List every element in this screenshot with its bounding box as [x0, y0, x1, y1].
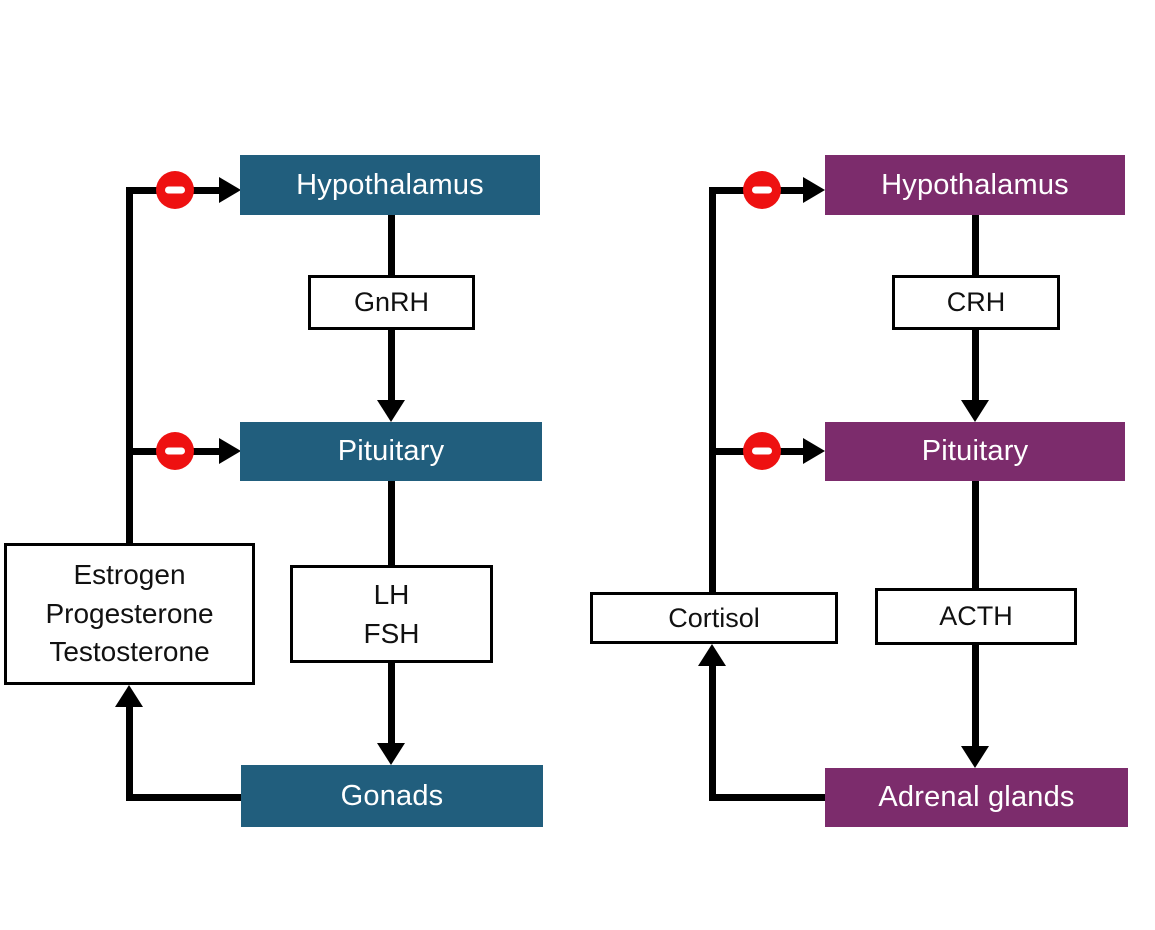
- arrowhead-up-icon: [115, 685, 143, 707]
- hormone-label: ACTH: [939, 601, 1013, 631]
- hormone-label: CRH: [946, 287, 1006, 317]
- connector-lhfsh-to-gonads: [388, 663, 395, 744]
- connector-acth-to-adrenal: [972, 645, 979, 748]
- negative-feedback-icon: [743, 432, 781, 470]
- arrowhead-down-icon: [377, 743, 405, 765]
- arrowhead-down-icon: [377, 400, 405, 422]
- connector-pituitary-to-lhfsh: [388, 481, 395, 565]
- arrowhead-right-icon: [803, 177, 825, 203]
- node-adrenal-glands: Adrenal glands: [825, 768, 1128, 827]
- node-hypothalamus: Hypothalamus: [240, 155, 540, 215]
- node-hypothalamus: Hypothalamus: [825, 155, 1125, 215]
- arrowhead-right-icon: [803, 438, 825, 464]
- minus-icon: [752, 186, 772, 194]
- minus-icon: [752, 447, 772, 455]
- connector-pituitary-to-acth: [972, 481, 979, 588]
- minus-icon: [165, 447, 185, 455]
- label-box-gnrh: GnRH: [308, 275, 475, 330]
- feedback-line-vertical: [709, 187, 716, 592]
- feedback-line-gonads-horizontal: [126, 794, 242, 801]
- connector-gnrh-to-pituitary: [388, 330, 395, 402]
- arrowhead-up-icon: [698, 644, 726, 666]
- hormone-label: Testosterone: [49, 636, 210, 668]
- label-box-acth: ACTH: [875, 588, 1077, 645]
- connector-crh-to-pituitary: [972, 330, 979, 402]
- connector-hypothalamus-to-crh: [972, 215, 979, 275]
- node-gonads: Gonads: [241, 765, 543, 827]
- label-box-lh-fsh: LH FSH: [290, 565, 493, 663]
- feedback-line-adrenal-horizontal: [709, 794, 825, 801]
- arrowhead-down-icon: [961, 746, 989, 768]
- arrowhead-right-icon: [219, 438, 241, 464]
- hormone-label: Progesterone: [45, 597, 214, 629]
- arrowhead-down-icon: [961, 400, 989, 422]
- hormone-label: Estrogen: [73, 559, 186, 591]
- label-box-crh: CRH: [892, 275, 1060, 330]
- hormone-label: LH: [373, 578, 410, 610]
- feedback-line-up-to-hormones: [126, 705, 133, 801]
- label-box-cortisol: Cortisol: [590, 592, 838, 644]
- negative-feedback-icon: [156, 432, 194, 470]
- hormone-label: GnRH: [353, 287, 429, 317]
- feedback-line-vertical: [126, 187, 133, 543]
- arrowhead-right-icon: [219, 177, 241, 203]
- negative-feedback-icon: [743, 171, 781, 209]
- feedback-line-up-to-cortisol: [709, 666, 716, 801]
- node-pituitary: Pituitary: [240, 422, 542, 481]
- negative-feedback-icon: [156, 171, 194, 209]
- minus-icon: [165, 186, 185, 194]
- hormone-label: FSH: [363, 618, 420, 649]
- label-box-feedback-hormones: Estrogen Progesterone Testosterone: [4, 543, 255, 685]
- connector-hypothalamus-to-gnrh: [388, 215, 395, 275]
- hormone-label: Cortisol: [668, 602, 760, 633]
- node-pituitary: Pituitary: [825, 422, 1125, 481]
